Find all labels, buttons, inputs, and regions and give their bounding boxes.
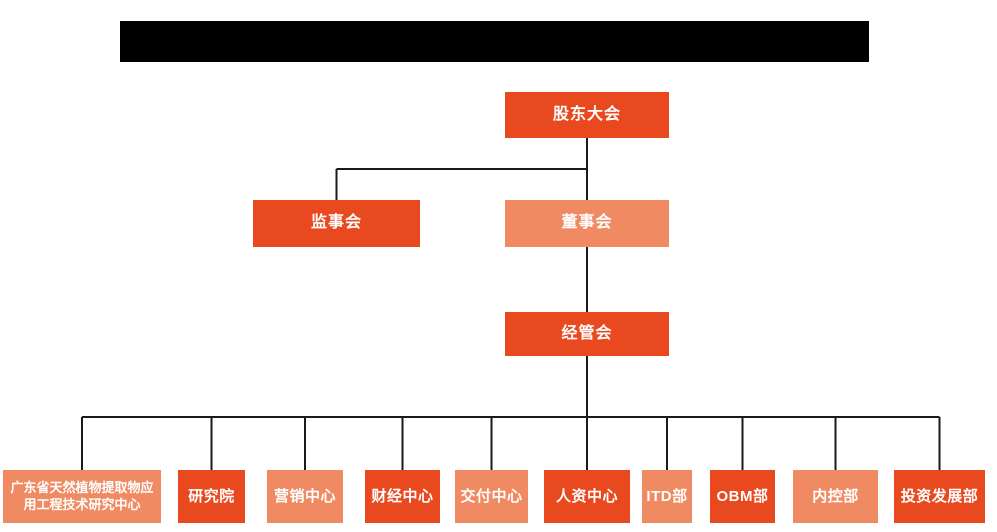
org-node-itd-department: ITD部	[642, 470, 692, 523]
org-node-board-of-directors: 董事会	[505, 200, 669, 247]
org-node-delivery-center: 交付中心	[455, 470, 528, 523]
org-node-shareholders-meeting: 股东大会	[505, 92, 669, 138]
org-node-supervisory-board: 监事会	[253, 200, 420, 247]
org-node-obm-department: OBM部	[710, 470, 775, 523]
org-node-research-institute: 研究院	[178, 470, 245, 523]
org-node-hr-center: 人资中心	[544, 470, 630, 523]
org-node-finance-center: 财经中心	[365, 470, 440, 523]
org-node-internal-control-department: 内控部	[793, 470, 878, 523]
redacted-title-bar	[120, 21, 869, 62]
org-node-guangdong-plant-extract-research-center: 广东省天然植物提取物应用工程技术研究中心	[3, 470, 161, 523]
org-node-marketing-center: 营销中心	[267, 470, 343, 523]
org-node-management-committee: 经管会	[505, 312, 669, 356]
org-node-investment-development-department: 投资发展部	[894, 470, 985, 523]
